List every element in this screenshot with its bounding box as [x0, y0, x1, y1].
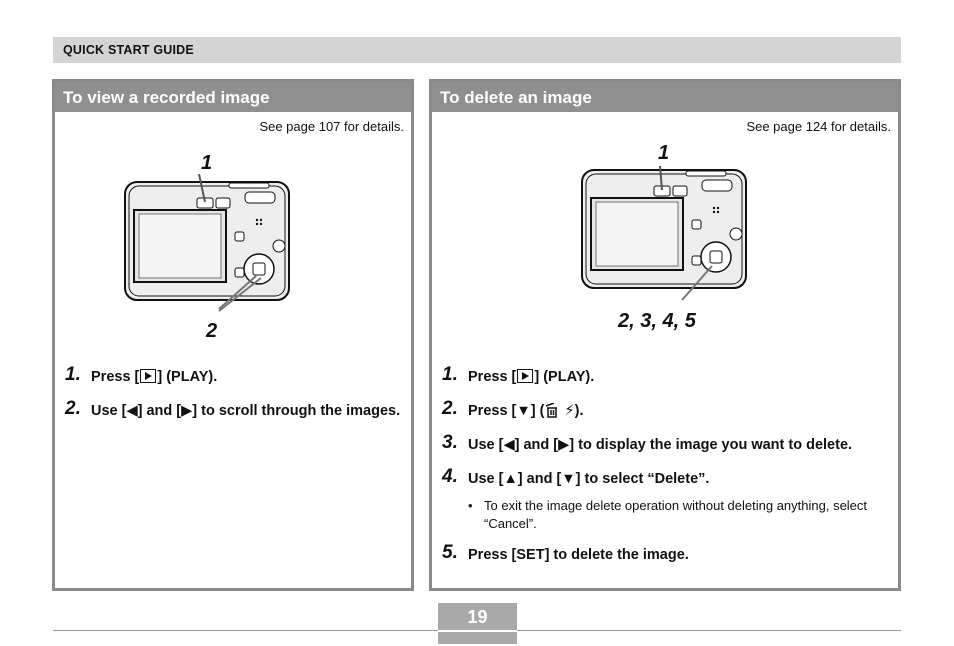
page-number-tab: 19 [438, 603, 517, 644]
step-text: Press [▼] ( ⚡︎). [468, 403, 584, 419]
step-text: Press [SET] to delete the image. [468, 547, 689, 563]
play-icon [517, 369, 534, 383]
panel-title: To delete an image [440, 88, 592, 107]
step-number: 2. [65, 398, 81, 419]
section-title: QUICK START GUIDE [63, 43, 194, 57]
step-2: 2. Use [◀] and [▶] to scroll through the… [65, 398, 405, 421]
see-page-note: See page 124 for details. [746, 119, 891, 134]
play-icon [140, 369, 157, 383]
step-1: 1. Press [] (PLAY). [65, 364, 405, 387]
step-3: 3. Use [◀] and [▶] to display the image … [442, 432, 892, 455]
panel-title: To view a recorded image [63, 88, 270, 107]
step-number: 5. [442, 542, 458, 563]
flash-icon: ⚡︎). [560, 403, 584, 419]
panel-view-image: To view a recorded image See page 107 fo… [52, 79, 414, 591]
note-text: To exit the image delete operation witho… [484, 498, 868, 531]
step-1: 1. Press [] (PLAY). [442, 364, 892, 387]
trash-icon [546, 403, 558, 418]
steps-list: 1. Press [] (PLAY). 2. Press [▼] ( ⚡︎). … [442, 364, 892, 579]
step-number: 1. [442, 364, 458, 385]
step-number: 1. [65, 364, 81, 385]
section-header: QUICK START GUIDE [53, 37, 901, 63]
see-page-note: See page 107 for details. [259, 119, 404, 134]
step-number: 2. [442, 398, 458, 419]
camera-illustration [124, 174, 290, 312]
note-bullet: • To exit the image delete operation wit… [468, 498, 868, 531]
step-text: Use [◀] and [▶] to display the image you… [468, 437, 853, 453]
callout-2: 2 [206, 320, 218, 342]
callout-1: 1 [201, 152, 213, 174]
callout-2-3-4-5: 2, 3, 4, 5 [618, 310, 696, 332]
steps-list: 1. Press [] (PLAY). 2. Use [◀] and [▶] t… [65, 364, 405, 435]
step-5: 5. Press [SET] to delete the image. [442, 542, 892, 565]
step-text: Use [▲] and [▼] to select “Delete”. [468, 471, 710, 487]
step-2: 2. Press [▼] ( ⚡︎). [442, 398, 892, 421]
step-4: 4. Use [▲] and [▼] to select “Delete”. [442, 466, 892, 489]
callout-1: 1 [658, 142, 670, 164]
panel-title-bar: To delete an image [432, 82, 898, 112]
page-number: 19 [467, 607, 488, 627]
camera-illustration [581, 165, 747, 301]
step-number: 3. [442, 432, 458, 453]
panel-delete-image: To delete an image See page 124 for deta… [429, 79, 901, 591]
step-text: Press [] (PLAY). [91, 369, 218, 385]
step-number: 4. [442, 466, 458, 487]
step-text: Press [] (PLAY). [468, 369, 595, 385]
step-text: Use [◀] and [▶] to scroll through the im… [91, 403, 401, 419]
panel-title-bar: To view a recorded image [55, 82, 411, 112]
